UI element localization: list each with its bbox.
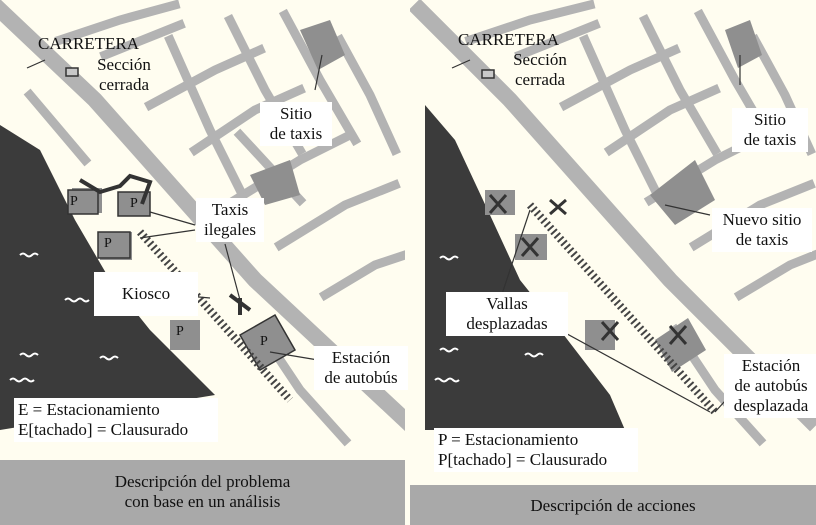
legend-line1: E = Estacionamiento — [18, 400, 160, 419]
bus-station-line1: Estación — [331, 348, 391, 367]
kiosk-label: Kiosco — [94, 272, 198, 316]
bus-station-label: Estación de autobús desplazada — [724, 354, 816, 418]
closed-section-label: Sección cerrada — [84, 55, 164, 95]
parking-letter: P — [130, 196, 138, 211]
taxi-stand-line1: Sitio — [753, 110, 787, 129]
new-taxi-stand-line1: Nuevo sitio — [722, 210, 802, 229]
parking-lots — [67, 189, 297, 372]
new-taxi-stand-label: Nuevo sitio de taxis — [712, 208, 812, 252]
pedestrian-hatch — [527, 202, 718, 415]
left-map — [0, 0, 405, 447]
bus-station-label: Estación de autobús — [314, 346, 408, 390]
illegal-taxi-path — [78, 173, 153, 205]
closed-section-label: Sección cerrada — [500, 50, 580, 90]
illegal-taxis-line2: ilegales — [204, 220, 256, 239]
right-map — [410, 0, 816, 447]
fences-label: Vallas desplazadas — [446, 292, 568, 336]
legend: E = Estacionamiento E[tachado] = Clausur… — [14, 398, 218, 442]
closed-section-icon — [65, 67, 79, 77]
parking-letter: P — [176, 324, 184, 339]
right-caption-bar — [410, 485, 816, 525]
legend-line2: P[tachado] = Clausurado — [438, 450, 608, 469]
left-caption-bar — [0, 460, 405, 525]
road-label: CARRETERA — [38, 34, 140, 53]
taxi-stand-label: Sitio de taxis — [260, 102, 332, 146]
wave-marks — [9, 252, 119, 383]
parking-letter: P — [70, 194, 78, 209]
pointer-lines — [26, 54, 323, 361]
illegal-taxis-label: Taxis ilegales — [196, 198, 264, 242]
bus-station-line2: de autobús — [324, 368, 398, 387]
illegal-taxis-line1: Taxis — [211, 200, 249, 219]
closed-parking-marks — [488, 194, 688, 345]
parking-letter: P — [104, 236, 112, 251]
left-caption: Descripción del problema con base en un … — [0, 472, 405, 512]
legend-line2: E[tachado] = Clausurado — [18, 420, 189, 439]
taxi-marker — [228, 293, 252, 315]
fences-line2: desplazadas — [466, 314, 548, 333]
bus-station-line3: desplazada — [733, 396, 809, 415]
new-taxi-stand-line2: de taxis — [735, 230, 789, 249]
bus-station-line2: de autobús — [734, 376, 808, 395]
parking-letter: P — [260, 334, 268, 349]
closed-section-icon — [481, 69, 495, 79]
closed-section-line2: cerrada — [514, 70, 565, 89]
taxi-stand-line2: de taxis — [269, 124, 323, 143]
water-area — [425, 105, 625, 430]
left-caption-line2: con base en un análisis — [124, 492, 281, 511]
closed-section-line2: cerrada — [98, 75, 149, 94]
city-blocks — [485, 20, 762, 372]
bus-station-line1: Estación — [741, 356, 801, 375]
taxi-stand-line1: Sitio — [279, 104, 313, 123]
road-label: CARRETERA — [458, 30, 560, 49]
legend: P = Estacionamiento P[tachado] = Clausur… — [434, 428, 638, 472]
closed-section-line1: Sección — [513, 50, 567, 69]
left-caption-line1: Descripción del problema — [114, 472, 291, 491]
fences-line1: Vallas — [486, 294, 528, 313]
legend-line1: P = Estacionamiento — [438, 430, 579, 449]
taxi-stand-label: Sitio de taxis — [732, 108, 808, 152]
right-caption: Descripción de acciones — [530, 496, 696, 515]
closed-section-line1: Sección — [97, 55, 151, 74]
taxi-stand-line2: de taxis — [743, 130, 797, 149]
